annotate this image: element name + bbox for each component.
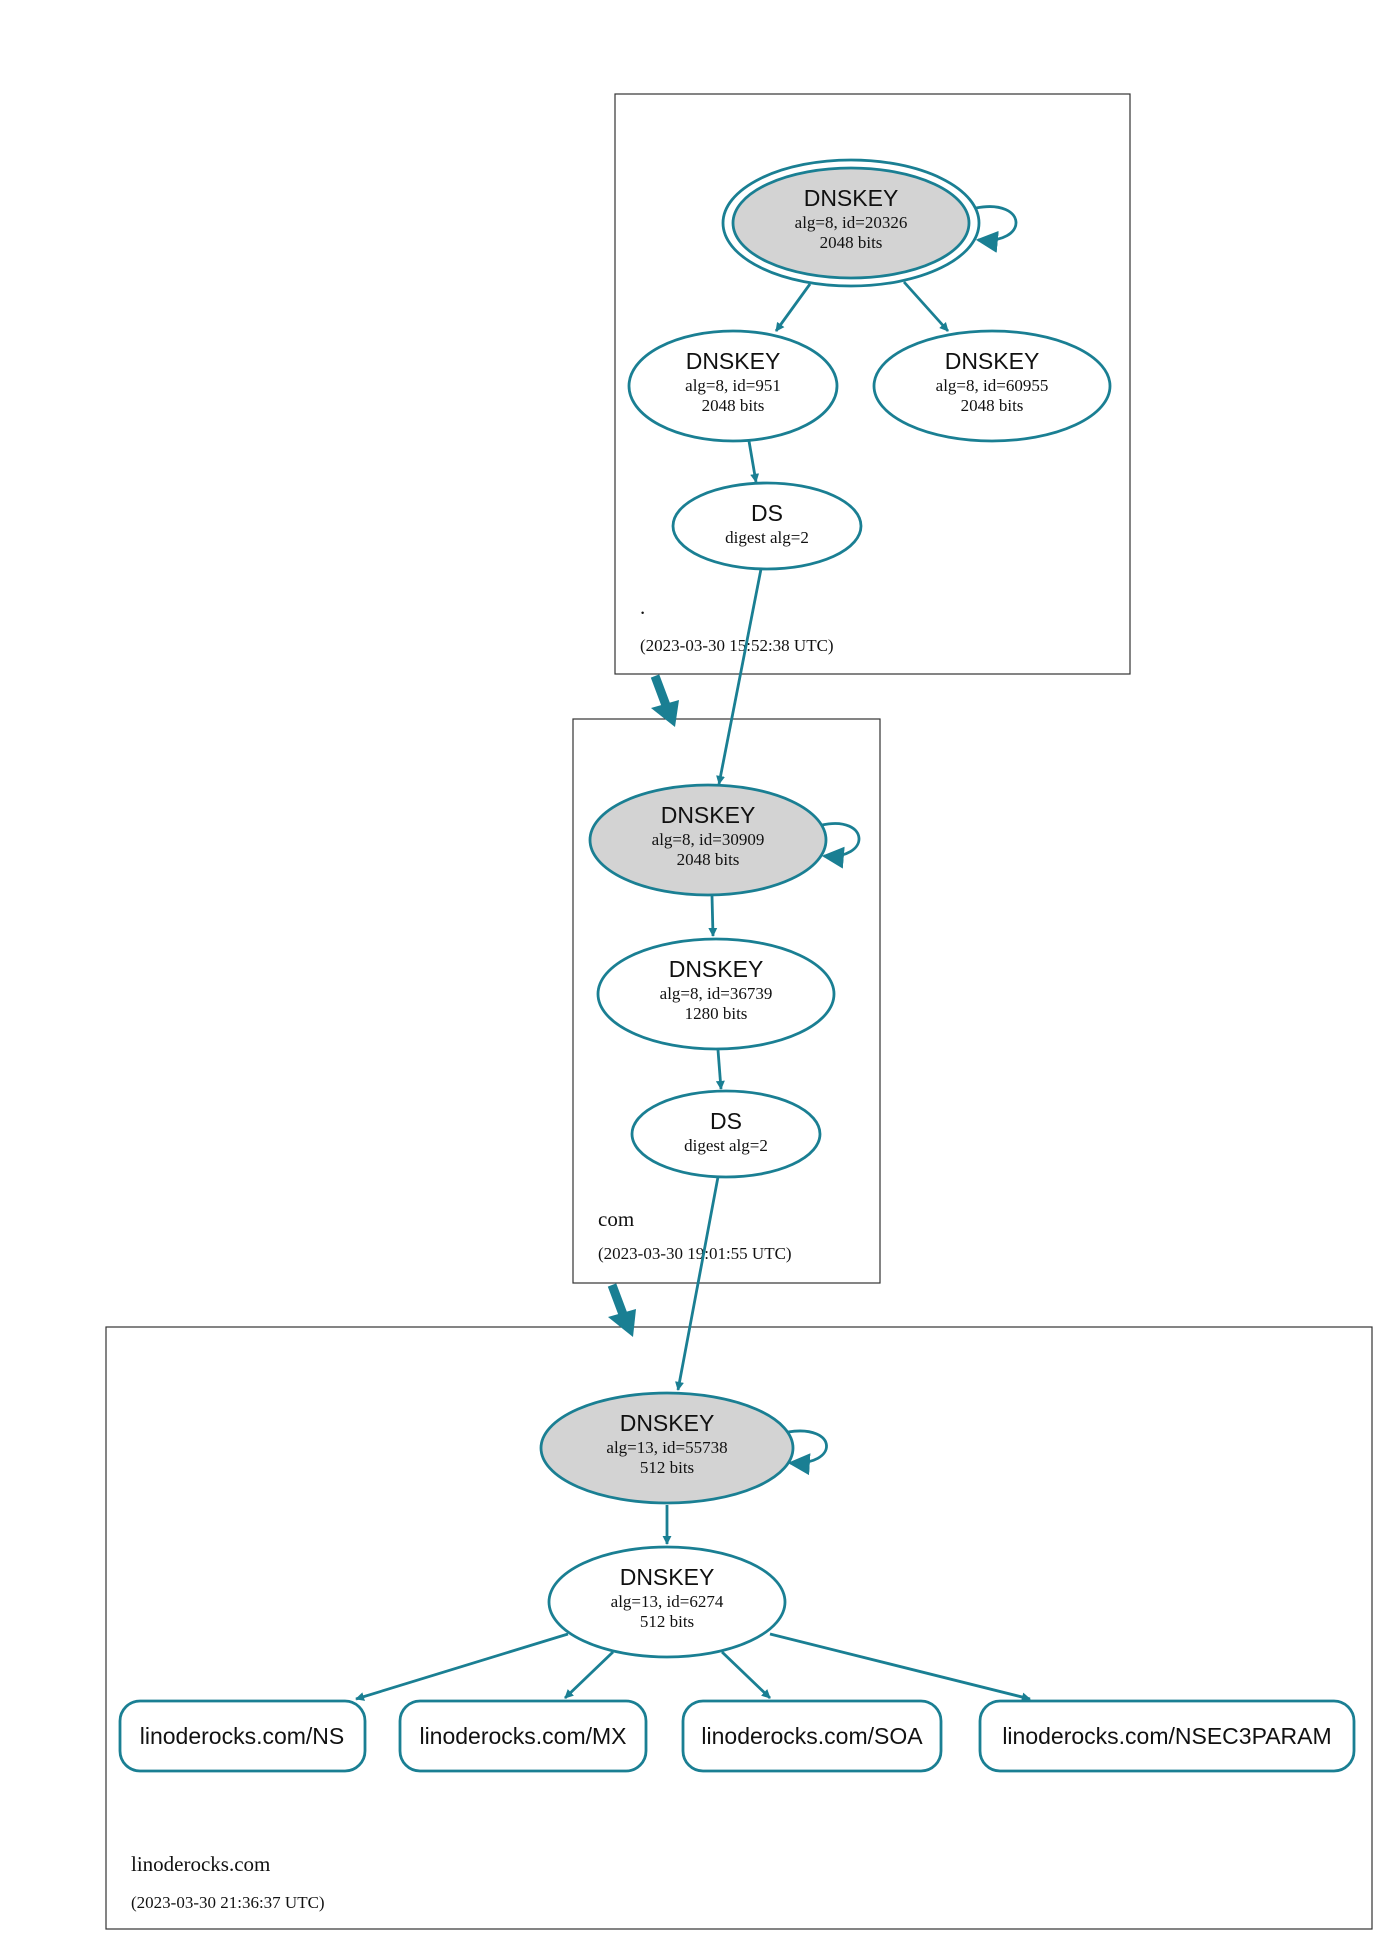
zone-box-root: . (2023-03-30 15:52:38 UTC) — [614, 93, 1131, 675]
node-key-info: alg=8, id=60955 — [936, 376, 1049, 395]
node-shape — [872, 329, 1112, 443]
node-key-info: alg=8, id=36739 — [660, 984, 773, 1003]
node-com-ksk[interactable]: DNSKEY alg=8, id=30909 2048 bits — [588, 783, 828, 897]
edge-root-ds-to-com-ksk — [716, 568, 763, 785]
node-shape — [627, 329, 839, 443]
node-shape — [731, 166, 971, 280]
delegation-arrowhead-root-com — [651, 700, 679, 727]
edge-zsk951-to-root-ds — [747, 440, 760, 483]
edge-com-ksk-to-com-zsk — [708, 895, 718, 937]
edge-root-ksk-to-zsk60955 — [902, 281, 950, 332]
node-shape — [630, 1089, 822, 1179]
delegation-arrowhead-com-linoderocks — [608, 1309, 636, 1337]
node-key-size: 2048 bits — [820, 233, 883, 252]
edge-root-ksk-to-zsk951 — [774, 283, 812, 332]
node-shape — [596, 937, 836, 1051]
node-title: DNSKEY — [620, 1410, 715, 1436]
node-key-info: alg=8, id=20326 — [795, 213, 908, 232]
rrset-shape — [118, 1699, 367, 1773]
node-root-ds[interactable]: DS digest alg=2 — [671, 481, 863, 571]
zone-timestamp-root: (2023-03-30 15:52:38 UTC) — [640, 636, 834, 655]
rrset-nsec3param[interactable]: linoderocks.com/NSEC3PARAM — [978, 1699, 1356, 1773]
node-linoderocks-zsk[interactable]: DNSKEY alg=13, id=6274 512 bits — [547, 1545, 787, 1659]
delegation-arrow-root-com — [650, 674, 672, 710]
rrset-label: linoderocks.com/MX — [419, 1723, 626, 1749]
zone-name-root: . — [640, 595, 645, 619]
rrset-soa[interactable]: linoderocks.com/SOA — [681, 1699, 943, 1773]
node-title: DNSKEY — [661, 802, 756, 828]
node-key-info: alg=8, id=30909 — [652, 830, 765, 849]
node-root-zsk-60955[interactable]: DNSKEY alg=8, id=60955 2048 bits — [872, 329, 1112, 443]
node-key-size: 2048 bits — [677, 850, 740, 869]
rrset-label: linoderocks.com/SOA — [701, 1723, 923, 1749]
zone-box-linoderocks: linoderocks.com (2023-03-30 21:36:37 UTC… — [105, 1326, 1373, 1930]
node-title: DS — [751, 500, 783, 526]
node-title: DNSKEY — [945, 348, 1040, 374]
self-loop-com-ksk — [821, 822, 861, 869]
node-key-size: 2048 bits — [961, 396, 1024, 415]
node-key-size: 512 bits — [640, 1612, 694, 1631]
node-root-ksk[interactable]: DNSKEY alg=8, id=20326 2048 bits — [721, 158, 981, 288]
node-title: DNSKEY — [669, 956, 764, 982]
node-title: DNSKEY — [686, 348, 781, 374]
node-shape — [539, 1391, 795, 1505]
rrset-shape — [978, 1699, 1356, 1773]
rrset-label: linoderocks.com/NS — [140, 1723, 345, 1749]
zone-name-com: com — [598, 1207, 634, 1231]
rrset-mx[interactable]: linoderocks.com/MX — [398, 1699, 648, 1773]
node-shape — [671, 481, 863, 571]
node-shape — [588, 783, 828, 897]
node-digest-info: digest alg=2 — [725, 528, 809, 547]
zone-timestamp-linoderocks: (2023-03-30 21:36:37 UTC) — [131, 1893, 325, 1912]
zone-box-com: com (2023-03-30 19:01:55 UTC) — [572, 718, 881, 1284]
node-title: DNSKEY — [804, 185, 899, 211]
edge-lr-zsk-to-soa — [721, 1650, 771, 1700]
rrset-ns[interactable]: linoderocks.com/NS — [118, 1699, 367, 1773]
node-key-info: alg=13, id=6274 — [611, 1592, 724, 1611]
zone-name-linoderocks: linoderocks.com — [131, 1852, 270, 1876]
node-key-size: 2048 bits — [702, 396, 765, 415]
node-key-size: 512 bits — [640, 1458, 694, 1477]
self-loops — [787, 205, 1018, 1476]
self-loop-lr-ksk — [787, 1429, 828, 1476]
rrset-shape — [398, 1699, 648, 1773]
zone-border-com — [572, 718, 881, 1284]
node-root-zsk-951[interactable]: DNSKEY alg=8, id=951 2048 bits — [627, 329, 839, 443]
node-key-info: alg=13, id=55738 — [606, 1438, 727, 1457]
node-com-zsk[interactable]: DNSKEY alg=8, id=36739 1280 bits — [596, 937, 836, 1051]
delegation-arrows — [607, 674, 679, 1337]
edge-lr-zsk-to-mx — [564, 1650, 614, 1700]
edge-com-zsk-to-com-ds — [715, 1049, 725, 1090]
node-title: DNSKEY — [620, 1564, 715, 1590]
trust-anchor-ring — [721, 158, 981, 288]
node-com-ds[interactable]: DS digest alg=2 — [630, 1089, 822, 1179]
zone-timestamp-com: (2023-03-30 19:01:55 UTC) — [598, 1244, 792, 1263]
node-title: DS — [710, 1108, 742, 1134]
node-linoderocks-ksk[interactable]: DNSKEY alg=13, id=55738 512 bits — [539, 1391, 795, 1505]
edge-lr-zsk-to-ns — [355, 1632, 569, 1701]
edge-lr-zsk-to-nsec3param — [769, 1632, 1031, 1702]
node-shape — [547, 1545, 787, 1659]
edges — [355, 281, 1031, 1702]
delegation-arrow-com-linoderocks — [607, 1283, 629, 1319]
node-key-size: 1280 bits — [685, 1004, 748, 1023]
zone-border-linoderocks — [105, 1326, 1373, 1930]
node-digest-info: digest alg=2 — [684, 1136, 768, 1155]
zone-border-root — [614, 93, 1131, 675]
self-loop-root-ksk — [975, 205, 1018, 253]
rrset-label: linoderocks.com/NSEC3PARAM — [1002, 1723, 1331, 1749]
node-key-info: alg=8, id=951 — [685, 376, 781, 395]
rrset-shape — [681, 1699, 943, 1773]
edge-com-ds-to-lr-ksk — [675, 1176, 720, 1391]
